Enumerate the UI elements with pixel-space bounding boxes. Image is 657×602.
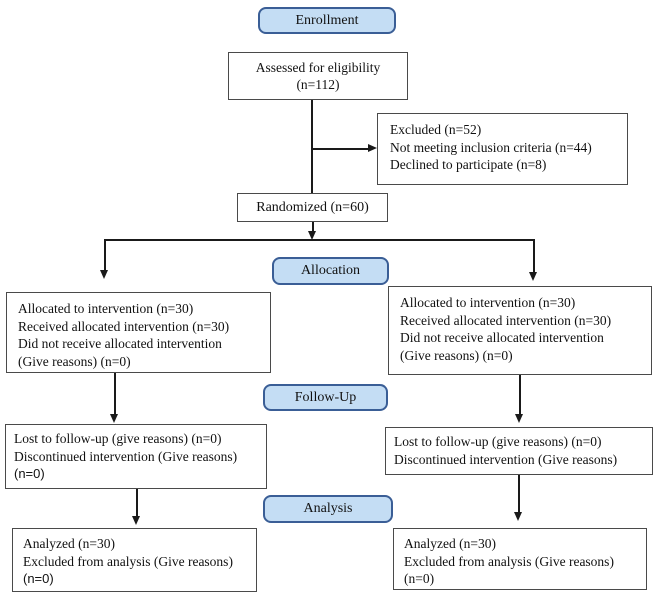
connector-to-excluded — [312, 148, 369, 150]
text-line: Lost to follow-up (give reasons) (n=0) — [14, 431, 222, 446]
arrowhead-down — [110, 414, 118, 423]
stage-enrollment: Enrollment — [258, 7, 396, 34]
text-line: (n=0) — [23, 571, 54, 586]
box-analyzed-left: Analyzed (n=30) Excluded from analysis (… — [12, 528, 257, 592]
text-line: Declined to participate (n=8) — [390, 157, 547, 172]
arrowhead-down — [515, 414, 523, 423]
text-line: Did not receive allocated intervention — [18, 336, 222, 351]
text-line: Allocated to intervention (n=30) — [18, 301, 194, 316]
stage-enrollment-label: Enrollment — [295, 12, 359, 28]
stage-followup-label: Follow-Up — [294, 389, 357, 405]
connector-branch-left — [104, 239, 106, 271]
text-line: Received allocated intervention (n=30) — [18, 318, 230, 334]
text-line: Discontinued intervention (Give reasons) — [14, 448, 238, 464]
text-line: Received allocated intervention (n=30) — [400, 312, 612, 328]
text-line: Not meeting inclusion criteria (n=44) — [390, 139, 592, 155]
text-line: Analyzed (n=30) — [404, 536, 496, 551]
connector-alloc-right-to-followup — [519, 375, 521, 415]
arrowhead-down — [308, 231, 316, 240]
arrowhead-down — [529, 272, 537, 281]
box-allocated-right: Allocated to intervention (n=30) Receive… — [388, 286, 652, 375]
text-line: Assessed for eligibility — [255, 59, 381, 75]
stage-analysis: Analysis — [263, 495, 393, 523]
box-assessed-eligibility: Assessed for eligibility (n=112) — [228, 52, 408, 100]
connector-branch-horizontal — [105, 239, 535, 241]
text-line: (Give reasons) (n=0) — [18, 353, 131, 369]
text-line: Randomized (n=60) — [256, 199, 369, 215]
text-line: (n=112) — [296, 77, 340, 92]
arrowhead-down — [514, 512, 522, 521]
stage-analysis-label: Analysis — [303, 501, 353, 516]
connector-followup-right-to-analysis — [518, 475, 520, 513]
box-analyzed-right: Analyzed (n=30) Excluded from analysis (… — [393, 528, 647, 590]
text-line: (n=0) — [14, 466, 45, 481]
text-line: (n=0) — [404, 571, 435, 586]
stage-allocation-label: Allocation — [300, 263, 361, 278]
stage-followup: Follow-Up — [263, 384, 388, 411]
text-line: Analyzed (n=30) — [23, 536, 115, 551]
text-line: Excluded from analysis (Give reasons) — [404, 553, 614, 569]
text-line: Lost to follow-up (give reasons) (n=0) — [394, 434, 602, 449]
box-excluded: Excluded (n=52) Not meeting inclusion cr… — [377, 113, 628, 185]
connector-alloc-left-to-followup — [114, 373, 116, 415]
text-line: (Give reasons) (n=0) — [400, 347, 513, 363]
connector-assessed-to-randomized — [311, 100, 313, 193]
connector-randomized-to-branch — [312, 222, 314, 232]
box-lost-followup-right: Lost to follow-up (give reasons) (n=0) D… — [385, 427, 653, 475]
connector-followup-left-to-analysis — [136, 489, 138, 517]
text-line: Discontinued intervention (Give reasons) — [394, 451, 618, 467]
stage-allocation: Allocation — [272, 257, 389, 285]
arrowhead-down — [132, 516, 140, 525]
box-lost-followup-left: Lost to follow-up (give reasons) (n=0) D… — [5, 424, 267, 489]
text-line: Allocated to intervention (n=30) — [400, 295, 576, 310]
connector-branch-right — [533, 239, 535, 273]
arrowhead-right — [368, 144, 377, 152]
box-allocated-left: Allocated to intervention (n=30) Receive… — [6, 292, 271, 373]
arrowhead-down — [100, 270, 108, 279]
text-line: Did not receive allocated intervention — [400, 330, 604, 345]
box-randomized: Randomized (n=60) — [237, 193, 388, 222]
text-line: Excluded from analysis (Give reasons) — [23, 553, 233, 569]
text-line: Excluded (n=52) — [390, 122, 482, 137]
